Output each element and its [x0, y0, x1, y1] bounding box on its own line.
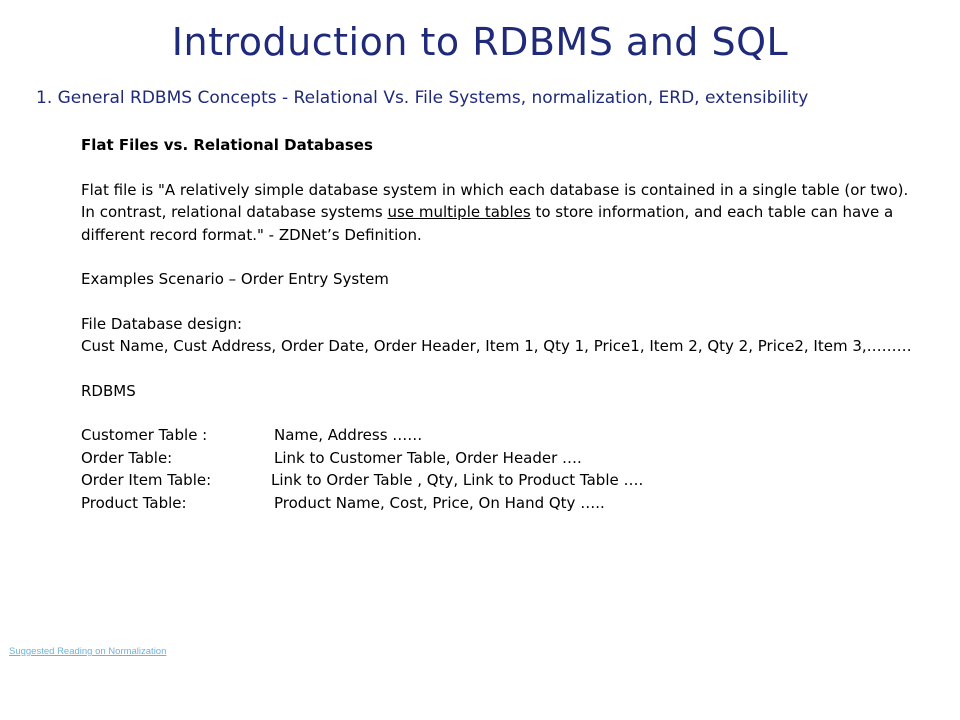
- table-fields: Link to Customer Table, Order Header ….: [274, 448, 582, 467]
- file-database-label: File Database design:: [81, 314, 243, 333]
- definition-text-start: Flat file is "A relatively simple databa…: [81, 180, 909, 222]
- table-row-product: Product Table: Product Name, Cost, Price…: [81, 492, 921, 515]
- slide-subtitle: 1. General RDBMS Concepts - Relational V…: [36, 88, 809, 108]
- suggested-reading-link[interactable]: Suggested Reading on Normalization: [9, 646, 167, 657]
- slide-title: Introduction to RDBMS and SQL: [171, 20, 789, 64]
- file-database-fields: Cust Name, Cust Address, Order Date, Ord…: [81, 337, 912, 355]
- slide-body: Flat Files vs. Relational Databases Flat…: [81, 134, 921, 514]
- table-fields: Link to Order Table , Qty, Link to Produ…: [271, 471, 644, 489]
- definition-text-end: to store information, and each table can…: [81, 203, 894, 244]
- table-name: Product Table:: [81, 493, 187, 512]
- table-name: Customer Table :: [81, 426, 208, 444]
- flat-file-definition: Flat file is "A relatively simple databa…: [81, 179, 921, 247]
- section-title: Flat Files vs. Relational Databases: [81, 136, 373, 154]
- table-name: Order Item Table:: [81, 471, 212, 489]
- table-row-order: Order Table: Link to Customer Table, Ord…: [81, 447, 921, 470]
- table-name: Order Table:: [81, 448, 173, 467]
- rdbms-label: RDBMS: [81, 381, 136, 400]
- table-row-customer: Customer Table : Name, Address ……: [81, 424, 921, 447]
- scenario-heading: Examples Scenario – Order Entry System: [81, 270, 389, 288]
- definition-underlined-text: use multiple tables: [387, 203, 531, 221]
- table-fields: Product Name, Cost, Price, On Hand Qty ……: [274, 493, 605, 512]
- table-row-order-item: Order Item Table: Link to Order Table , …: [81, 469, 921, 492]
- table-fields: Name, Address ……: [274, 426, 423, 444]
